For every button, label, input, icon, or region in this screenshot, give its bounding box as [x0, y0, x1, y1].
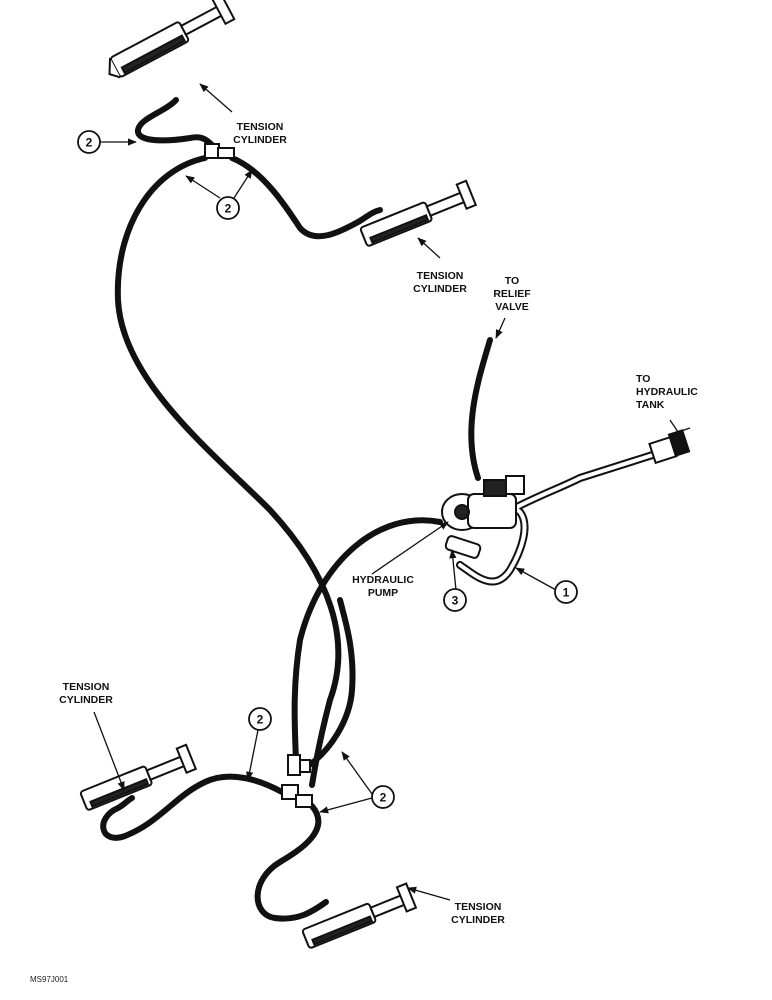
tank-fitting: [648, 429, 691, 465]
label-tension-lower-left-l2: CYLINDER: [59, 694, 113, 706]
label-tank-l1: TO: [636, 373, 650, 385]
tension-cylinder-top-left: [108, 0, 236, 79]
leader-callout-2-d2: [319, 797, 373, 814]
tee-fitting-top: [204, 143, 235, 159]
label-tension-cylinder-bottom: TENSION CYLINDER: [451, 901, 505, 926]
label-relief-l1: TO: [505, 275, 519, 287]
hose-lower-left-cylinder: [100, 773, 285, 841]
callout-2-top-left-text: 2: [86, 136, 93, 150]
leader-pump: [371, 521, 449, 575]
label-tension-top-right-l2: CYLINDER: [413, 283, 467, 295]
leader-callout-1: [515, 567, 557, 591]
hose-relief-valve: [468, 337, 493, 481]
label-tension-top-right-l1: TENSION: [417, 270, 464, 282]
tee-fitting-lower: [281, 754, 313, 808]
callout-2-lower-right: 2: [371, 785, 395, 809]
leader-tension-lower-left: [93, 711, 125, 791]
label-tension-cylinder-top-right: TENSION CYLINDER: [413, 270, 467, 295]
hose-top-left-cylinder: [135, 97, 215, 148]
callout-2-top-left: 2: [77, 130, 101, 154]
hose-top-right-cylinder: [229, 155, 383, 240]
label-tension-lower-left-l1: TENSION: [63, 681, 110, 693]
label-tank-l2: HYDRAULIC: [636, 386, 698, 398]
tension-cylinder-bottom: [301, 882, 418, 949]
leader-tension-top-left: [199, 83, 233, 113]
leader-tension-bottom: [407, 886, 451, 901]
callout-3: 3: [443, 588, 467, 612]
figure-code: MS97J001: [30, 975, 69, 984]
label-pump-l1: HYDRAULIC: [352, 574, 414, 586]
label-hydraulic-pump: HYDRAULIC PUMP: [352, 574, 414, 599]
hose-long-loop: [114, 155, 342, 788]
label-tension-top-left-l1: TENSION: [237, 121, 284, 133]
callout-3-text: 3: [452, 594, 459, 608]
label-tension-cylinder-top-left: TENSION CYLINDER: [233, 121, 287, 146]
hose-lower-tee: [302, 597, 356, 771]
callout-1-text: 1: [563, 586, 570, 600]
label-to-hydraulic-tank: TO HYDRAULIC TANK: [636, 373, 698, 411]
label-relief-l3: VALVE: [495, 301, 528, 313]
label-tank-l3: TANK: [636, 399, 665, 411]
label-pump-l2: PUMP: [368, 587, 398, 599]
pipe-to-tank-inner: [458, 450, 664, 584]
hose-pump-outlet: [291, 517, 443, 765]
callout-2-lower-left-text: 2: [257, 713, 264, 727]
callout-2-top-middle-text: 2: [225, 202, 232, 216]
label-tension-cylinder-lower-left: TENSION CYLINDER: [59, 681, 113, 706]
leader-callout-2-b1: [185, 175, 221, 199]
label-to-relief-valve: TO RELIEF VALVE: [493, 275, 531, 313]
label-tension-bottom-l1: TENSION: [455, 901, 502, 913]
label-tension-top-left-l2: CYLINDER: [233, 134, 287, 146]
leader-relief: [495, 317, 506, 339]
leader-callout-2-d1: [341, 751, 373, 795]
leader-callout-2-b2: [233, 169, 253, 199]
callout-2-top-middle: 2: [216, 196, 240, 220]
hose-bottom-cylinder: [254, 803, 329, 922]
callout-2-lower-right-text: 2: [380, 791, 387, 805]
tension-cylinder-lower-left: [79, 743, 198, 811]
label-tension-bottom-l2: CYLINDER: [451, 914, 505, 926]
leader-tank: [669, 419, 691, 433]
leader-callout-3: [449, 549, 457, 591]
leader-callout-2-c: [246, 729, 259, 781]
label-relief-l2: RELIEF: [493, 288, 531, 300]
leader-tension-top-right: [417, 237, 441, 259]
tension-cylinder-top-right: [359, 179, 478, 247]
callout-1: 1: [554, 580, 578, 604]
callout-2-lower-left: 2: [248, 707, 272, 731]
hydraulic-pump: [441, 475, 525, 559]
